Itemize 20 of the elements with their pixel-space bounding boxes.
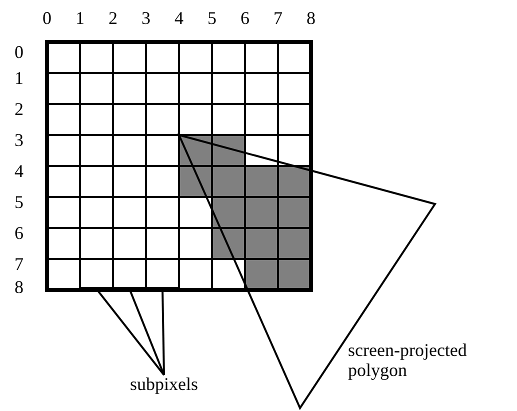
row-number: 7 <box>14 254 24 274</box>
row-number: 3 <box>14 130 24 150</box>
column-number: 1 <box>74 8 86 28</box>
row-number: 8 <box>14 277 24 297</box>
column-number: 3 <box>140 8 152 28</box>
row-number: 0 <box>14 42 24 62</box>
column-number: 4 <box>174 8 184 28</box>
row-number: 4 <box>14 161 24 181</box>
column-number: 8 <box>306 8 316 28</box>
subpixels-label: subpixels <box>130 374 198 394</box>
row-number: 1 <box>14 68 24 88</box>
column-number: 7 <box>272 8 284 28</box>
column-number: 5 <box>206 8 218 28</box>
row-number: 2 <box>14 99 24 119</box>
column-number: 2 <box>108 8 118 28</box>
column-number: 6 <box>240 8 250 28</box>
column-number: 0 <box>42 8 52 28</box>
row-number: 5 <box>14 192 24 212</box>
polygon-label: screen-projected polygon <box>348 340 468 380</box>
row-number: 6 <box>14 223 24 243</box>
